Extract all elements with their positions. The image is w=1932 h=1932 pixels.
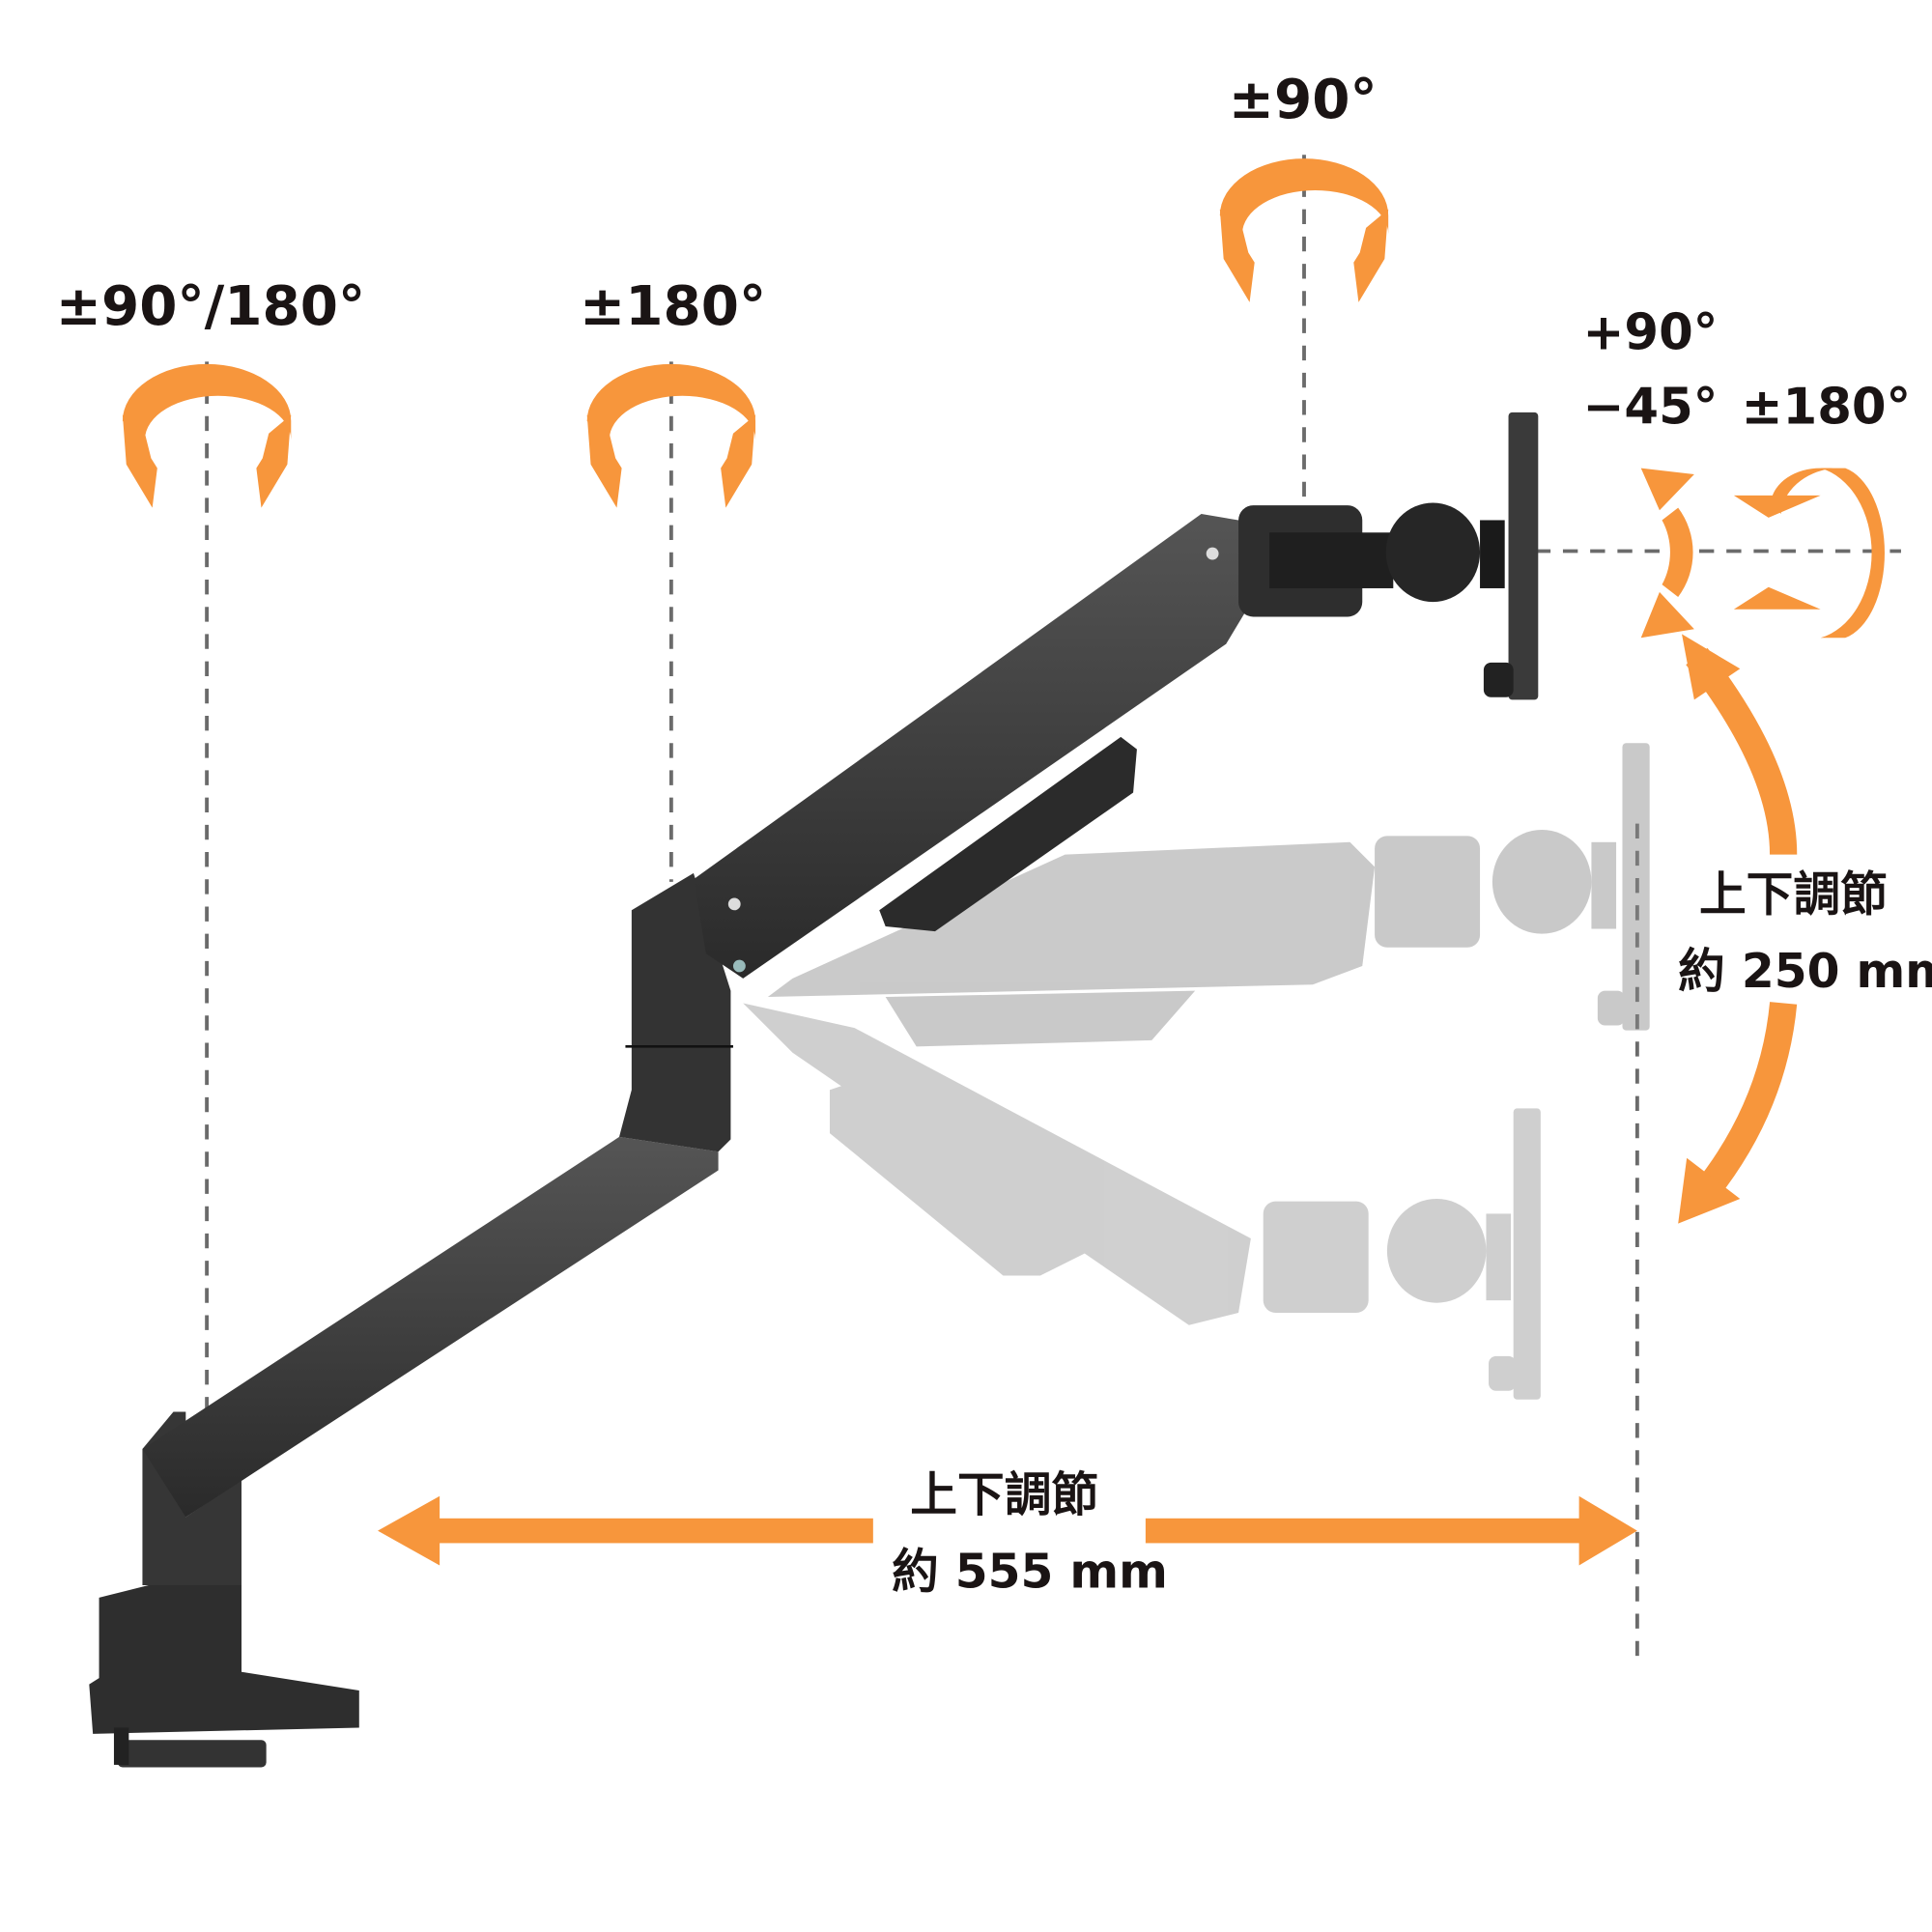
tilt-knob xyxy=(1385,502,1481,603)
ghost-arm-low xyxy=(743,1003,1541,1400)
rotation-label: ±180° xyxy=(1742,378,1912,436)
elbow-post xyxy=(619,872,731,1152)
vertical-adjust-title: 上下調節 xyxy=(1699,867,1888,922)
horizontal-adjust-title: 上下調節 xyxy=(910,1468,1098,1522)
monitor-arm xyxy=(89,412,1539,1768)
gas-spring-cover xyxy=(879,736,1137,932)
base-rotation-label: ±90°/180° xyxy=(56,275,366,338)
tilt-up-label: +90° xyxy=(1582,304,1718,362)
tilt-down-label: −45° xyxy=(1582,378,1718,436)
rotate-icon-elbow xyxy=(586,363,756,508)
clamp-plate xyxy=(117,1740,267,1768)
horizontal-range-arrow xyxy=(378,1495,1637,1566)
elbow-rotation-label: ±180° xyxy=(580,275,766,338)
horizontal-adjust-value: 約 555 mm xyxy=(892,1546,1168,1600)
head-swivel-label: ±90° xyxy=(1229,69,1378,131)
upper-arm xyxy=(693,514,1264,979)
tilt-arrow-icon xyxy=(1640,468,1694,639)
lower-arm xyxy=(142,1136,719,1518)
rotate-icon-base xyxy=(122,363,292,508)
vertical-range-arrow xyxy=(1678,634,1798,1224)
desk-clamp xyxy=(89,1585,359,1734)
vertical-adjust-value: 約 250 mm xyxy=(1678,945,1932,999)
ghost-arm-middle xyxy=(767,743,1650,1047)
rotation-arrow-icon xyxy=(1733,468,1885,639)
rotate-icon-head xyxy=(1219,158,1389,302)
vesa-plate xyxy=(1508,412,1539,700)
